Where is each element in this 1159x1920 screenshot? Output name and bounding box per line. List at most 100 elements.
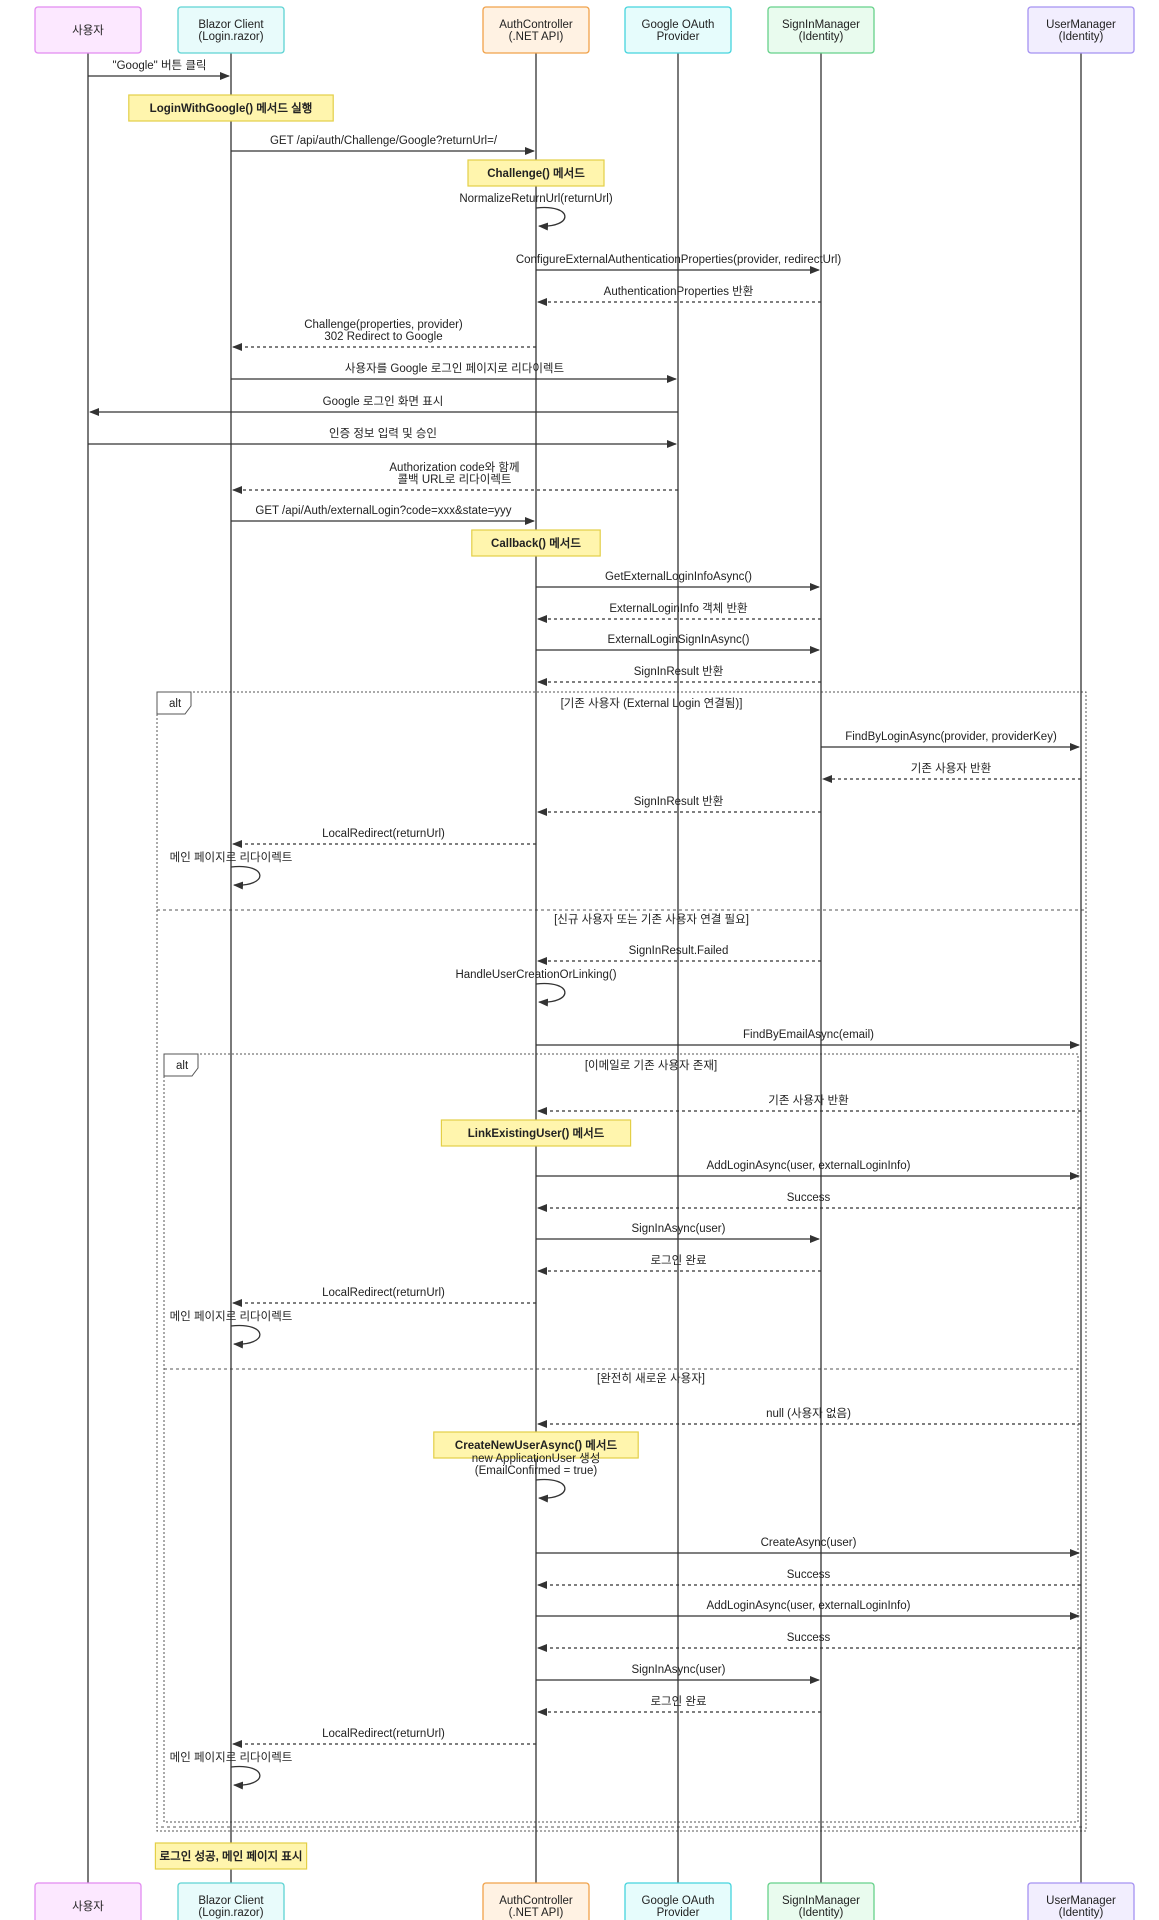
alt-frame-label: alt <box>169 698 182 710</box>
message-label: 302 Redirect to Google <box>324 331 442 343</box>
message-auth-to-signin: ConfigureExternalAuthenticationPropertie… <box>516 254 841 274</box>
self-message-auth: NormalizeReturnUrl(returnUrl) <box>459 193 613 231</box>
participant-label: (Identity) <box>1059 31 1104 43</box>
message-blazor-to-auth: GET /api/Auth/externalLogin?code=xxx&sta… <box>231 505 535 525</box>
message-signin-to-auth: SignInResult.Failed <box>537 945 821 965</box>
message-signin-to-auth: 로그인 완료 <box>537 1695 821 1716</box>
message-usermgr-to-auth: Success <box>537 1569 1081 1589</box>
note-auth: CreateNewUserAsync() 메서드 <box>433 1431 639 1459</box>
participant-box <box>1027 1882 1135 1920</box>
participant-label: (Identity) <box>1059 1907 1104 1919</box>
note-label: Challenge() 메서드 <box>487 166 585 180</box>
message-signin-to-usermgr: FindByLoginAsync(provider, providerKey) <box>821 731 1080 751</box>
message-usermgr-to-auth: Success <box>537 1192 1081 1212</box>
participant-box <box>34 1882 142 1920</box>
participant-label: Blazor Client <box>198 1895 264 1907</box>
self-message-label: NormalizeReturnUrl(returnUrl) <box>459 193 613 205</box>
participant-box <box>624 6 732 54</box>
alt-else-condition: [완전히 새로운 사용자] <box>597 1371 705 1385</box>
participant-label: 사용자 <box>72 24 104 37</box>
participant-label: (.NET API) <box>509 1907 564 1919</box>
message-label: 콜백 URL로 리다이렉트 <box>397 473 511 486</box>
message-signin-to-auth: SignInResult 반환 <box>537 795 821 816</box>
message-auth-to-blazor: LocalRedirect(returnUrl) <box>232 1287 536 1307</box>
message-label: ExternalLoginSignInAsync() <box>608 634 750 646</box>
participant-label: Google OAuth <box>642 1895 715 1907</box>
note-auth: LinkExistingUser() 메서드 <box>440 1119 632 1147</box>
participant-box <box>767 6 875 54</box>
participant-blazor-header: Blazor Client(Login.razor) <box>177 6 285 54</box>
participant-label: Blazor Client <box>198 19 264 31</box>
participant-auth-footer: AuthController(.NET API) <box>482 1882 590 1920</box>
message-blazor-to-google: 사용자를 Google 로그인 페이지로 리다이렉트 <box>231 362 677 383</box>
note-box <box>471 529 601 557</box>
note-box <box>128 94 334 122</box>
self-message-label: (EmailConfirmed = true) <box>475 1465 598 1477</box>
note-label: CreateNewUserAsync() 메서드 <box>455 1438 618 1452</box>
message-label: GET /api/auth/Challenge/Google?returnUrl… <box>270 135 498 147</box>
self-message-arrow <box>535 206 566 231</box>
message-label: LocalRedirect(returnUrl) <box>322 828 445 840</box>
self-message-arrow <box>230 865 261 890</box>
message-label: "Google" 버튼 클릭 <box>113 59 207 72</box>
participant-label: Provider <box>657 1907 700 1919</box>
participant-user-footer: 사용자 <box>34 1882 142 1920</box>
self-message-label: new ApplicationUser 생성 <box>472 1452 601 1465</box>
message-label: 사용자를 Google 로그인 페이지로 리다이렉트 <box>345 362 564 375</box>
participant-label: UserManager <box>1046 1895 1116 1907</box>
message-label: Google 로그인 화면 표시 <box>323 395 444 408</box>
participant-signin-footer: SignInManager(Identity) <box>767 1882 875 1920</box>
participant-box <box>624 1882 732 1920</box>
message-label: LocalRedirect(returnUrl) <box>322 1728 445 1740</box>
message-signin-to-auth: 로그인 완료 <box>537 1254 821 1275</box>
participant-label: Google OAuth <box>642 19 715 31</box>
message-signin-to-auth: ExternalLoginInfo 객체 반환 <box>537 602 821 623</box>
note-auth: Callback() 메서드 <box>471 529 601 557</box>
message-auth-to-blazor: LocalRedirect(returnUrl) <box>232 1728 536 1748</box>
note-blazor: 로그인 성공, 메인 페이지 표시 <box>154 1842 308 1870</box>
message-signin-to-auth: SignInResult 반환 <box>537 665 821 686</box>
message-label: SignInAsync(user) <box>632 1223 726 1235</box>
note-box <box>433 1431 639 1459</box>
alt-frame-tab <box>163 1053 199 1077</box>
participant-box <box>482 6 590 54</box>
participant-label: Provider <box>657 31 700 43</box>
self-message-blazor: 메인 페이지로 리다이렉트 <box>170 1751 292 1790</box>
self-message-blazor: 메인 페이지로 리다이렉트 <box>170 851 293 890</box>
message-label: FindByLoginAsync(provider, providerKey) <box>845 731 1057 743</box>
message-label: SignInAsync(user) <box>632 1664 726 1676</box>
message-auth-to-blazor: Challenge(properties, provider)302 Redir… <box>232 319 536 351</box>
message-user-to-blazor: "Google" 버튼 클릭 <box>88 59 230 80</box>
message-label: 로그인 완료 <box>650 1695 706 1708</box>
message-google-to-user: Google 로그인 화면 표시 <box>89 395 678 416</box>
note-box <box>467 159 605 187</box>
message-label: CreateAsync(user) <box>761 1537 857 1549</box>
message-label: Challenge(properties, provider) <box>304 319 463 331</box>
message-auth-to-blazor: LocalRedirect(returnUrl) <box>232 828 536 848</box>
note-blazor: LoginWithGoogle() 메서드 실행 <box>128 94 334 122</box>
message-auth-to-usermgr: FindByEmailAsync(email) <box>536 1029 1080 1049</box>
alt-frame-border <box>156 691 1087 1832</box>
participant-auth-header: AuthController(.NET API) <box>482 6 590 54</box>
message-user-to-google: 인증 정보 입력 및 승인 <box>88 427 677 448</box>
self-message-label: 메인 페이지로 리다이렉트 <box>170 851 293 864</box>
message-label: 기존 사용자 반환 <box>911 762 992 775</box>
participant-label: SignInManager <box>782 19 860 31</box>
note-label: LinkExistingUser() 메서드 <box>468 1126 605 1140</box>
message-usermgr-to-auth: 기존 사용자 반환 <box>537 1094 1081 1115</box>
alt-condition: [기존 사용자 (External Login 연결됨)] <box>561 697 743 710</box>
message-label: SignInResult.Failed <box>629 945 729 957</box>
message-usermgr-to-auth: null (사용자 없음) <box>537 1407 1081 1428</box>
participant-usermgr-footer: UserManager(Identity) <box>1027 1882 1135 1920</box>
alt-condition: [이메일로 기존 사용자 존재] <box>585 1058 717 1072</box>
participant-box <box>177 6 285 54</box>
message-label: FindByEmailAsync(email) <box>743 1029 874 1041</box>
message-label: null (사용자 없음) <box>766 1407 851 1420</box>
message-label: Success <box>787 1569 831 1581</box>
participant-label: AuthController <box>499 1895 573 1907</box>
message-label: 기존 사용자 반환 <box>768 1094 849 1107</box>
message-label: GetExternalLoginInfoAsync() <box>605 571 752 583</box>
